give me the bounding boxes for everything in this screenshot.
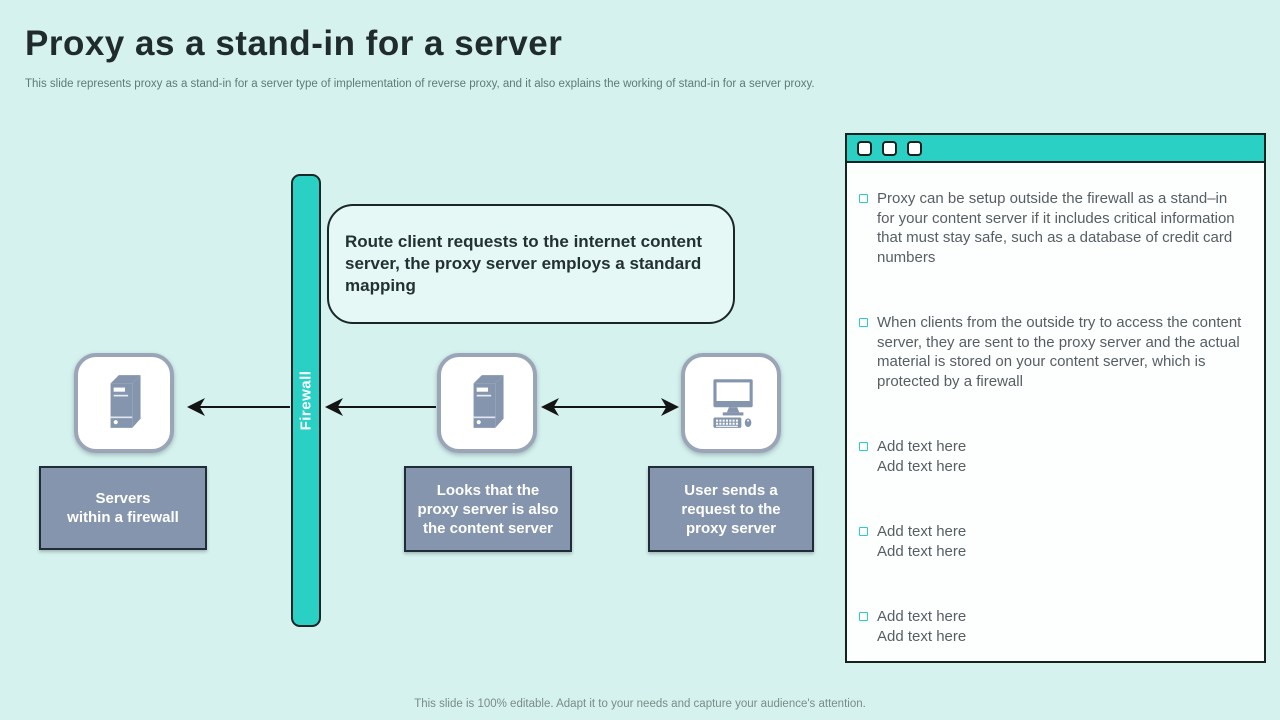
window-body: Proxy can be setup outside the firewall …: [847, 163, 1264, 646]
callout-text: Route client requests to the internet co…: [345, 231, 703, 296]
firewall-label: Firewall: [297, 370, 315, 431]
bullet-item: Proxy can be setup outside the firewall …: [859, 189, 1248, 267]
computer-icon: [700, 370, 762, 437]
window-titlebar: [847, 135, 1264, 163]
bullet-item: Add text here Add text here: [859, 437, 1248, 476]
server-in-firewall-node: [74, 353, 174, 453]
node-label-servers-within-firewall: Servers within a firewall: [39, 466, 207, 550]
bullet-text: Add text here Add text here: [877, 523, 967, 560]
checkbox-bullet-icon: [859, 612, 868, 621]
bullet-item: Add text here Add text here: [859, 607, 1248, 646]
checkbox-bullet-icon: [859, 194, 868, 203]
server-icon: [93, 370, 155, 437]
checkbox-bullet-icon: [859, 442, 868, 451]
info-window: Proxy can be setup outside the firewall …: [845, 133, 1266, 663]
user-computer-node: [681, 353, 781, 453]
callout-bubble: Route client requests to the internet co…: [327, 204, 735, 324]
firewall-bar: Firewall: [291, 174, 321, 627]
node-label-user-request: User sends a request to the proxy server: [648, 466, 814, 552]
window-button-icon: [857, 140, 872, 156]
bullet-text: Add text here Add text here: [877, 608, 967, 645]
bullet-item: When clients from the outside try to acc…: [859, 313, 1248, 391]
bullet-item: Add text here Add text here: [859, 522, 1248, 561]
window-button-icon: [907, 140, 922, 156]
node-label-proxy-is-content-server: Looks that the proxy server is also the …: [404, 466, 572, 552]
page-title: Proxy as a stand-in for a server: [25, 24, 563, 63]
checkbox-bullet-icon: [859, 318, 868, 327]
window-button-icon: [882, 140, 897, 156]
page-subtitle: This slide represents proxy as a stand-i…: [25, 78, 815, 90]
checkbox-bullet-icon: [859, 527, 868, 536]
bullet-text: Proxy can be setup outside the firewall …: [877, 190, 1235, 266]
bullet-text: Add text here Add text here: [877, 438, 967, 475]
server-icon: [456, 370, 518, 437]
bullet-text: When clients from the outside try to acc…: [877, 314, 1242, 390]
proxy-server-node: [437, 353, 537, 453]
slide-footer: This slide is 100% editable. Adapt it to…: [414, 698, 866, 710]
